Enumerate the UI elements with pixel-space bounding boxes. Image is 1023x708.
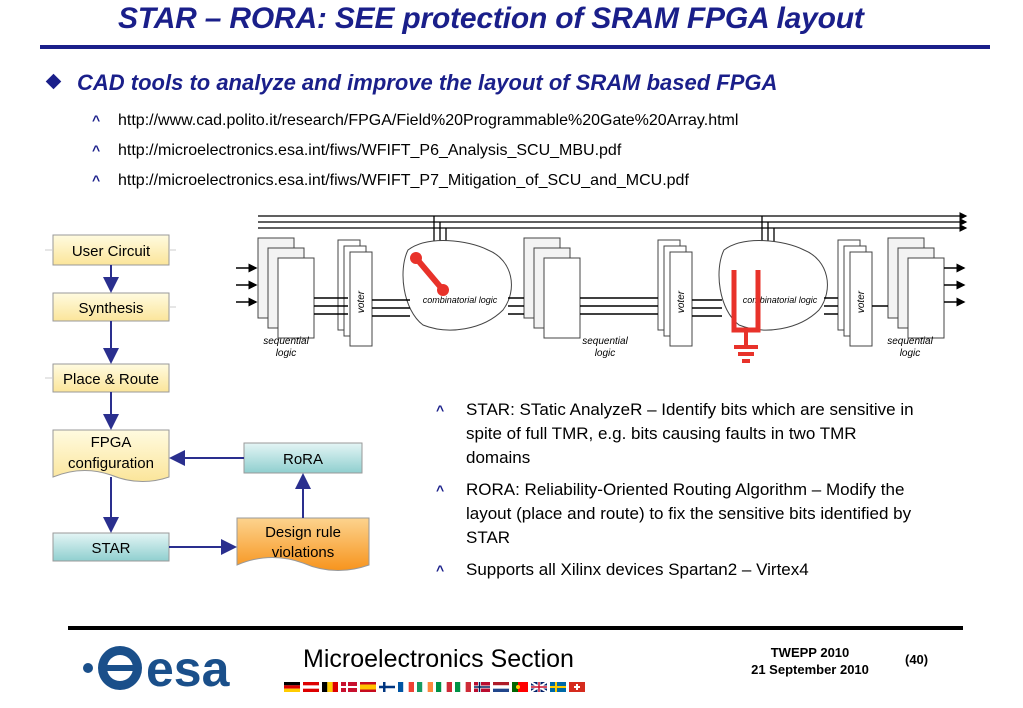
event-name: TWEPP 2010 xyxy=(770,645,850,660)
diamond-bullet-icon xyxy=(45,73,62,90)
synthesis-label: Synthesis xyxy=(78,300,143,317)
member-flags xyxy=(284,682,585,692)
place-route-label: Place & Route xyxy=(63,371,159,388)
seq-block-3 xyxy=(887,237,945,339)
event-info: TWEPP 2010 21 September 2010 xyxy=(740,644,880,678)
star-label: STAR xyxy=(92,540,131,557)
seq-label-2: logic xyxy=(900,348,921,359)
description-item: ^ RORA: Reliability-Oriented Routing Algo… xyxy=(436,478,916,550)
design-rule-label-1: Design rule xyxy=(265,524,341,541)
flag-icon xyxy=(360,682,376,692)
design-rule-box xyxy=(236,517,370,572)
voter-block-1: voter xyxy=(337,239,373,347)
description-text: STAR: STatic AnalyzeR – Identify bits wh… xyxy=(466,400,914,467)
voter-label: voter xyxy=(856,290,867,313)
link-item[interactable]: ^ http://microelectronics.esa.int/fiws/WF… xyxy=(92,168,738,198)
link-text[interactable]: http://microelectronics.esa.int/fiws/WFI… xyxy=(118,142,622,159)
user-circuit-box xyxy=(52,234,170,266)
link-item[interactable]: ^ http://www.cad.polito.it/research/FPGA/… xyxy=(92,108,738,138)
flag-icon xyxy=(322,682,338,692)
flag-icon xyxy=(379,682,395,692)
seq-label-1: sequential xyxy=(263,336,309,347)
chevron-up-icon: ^ xyxy=(92,142,101,158)
star-box xyxy=(52,532,170,562)
link-text[interactable]: http://microelectronics.esa.int/fiws/WFI… xyxy=(118,172,689,189)
flag-icon xyxy=(569,682,585,692)
flag-icon xyxy=(398,682,414,692)
seq-label-2: logic xyxy=(595,348,616,359)
fpga-config-label-2: configuration xyxy=(68,455,154,472)
fault-short-1 xyxy=(413,255,446,293)
seq-block-2 xyxy=(523,237,581,339)
flag-icon xyxy=(493,682,509,692)
flag-icon xyxy=(436,682,452,692)
description-list: ^ STAR: STatic AnalyzeR – Identify bits w… xyxy=(436,398,916,590)
flag-icon xyxy=(284,682,300,692)
flag-icon xyxy=(303,682,319,692)
feedback-wires xyxy=(258,212,968,250)
chevron-up-icon: ^ xyxy=(436,562,445,578)
fpga-config-box xyxy=(52,429,170,482)
link-item[interactable]: ^ http://microelectronics.esa.int/fiws/WF… xyxy=(92,138,738,168)
tmr-diagram: voter combinatorial logic voter combinat… xyxy=(236,212,968,363)
link-text[interactable]: http://www.cad.polito.it/research/FPGA/F… xyxy=(118,112,739,129)
cad-flowchart: User Circuit Synthesis Place & Route FPG… xyxy=(45,234,370,572)
voter-label: voter xyxy=(676,290,687,313)
design-rule-label-2: violations xyxy=(272,544,335,561)
flag-icon xyxy=(531,682,547,692)
slide-title: STAR – RORA: SEE protection of SRAM FPGA… xyxy=(118,2,864,35)
event-date: 21 September 2010 xyxy=(751,662,869,677)
seq-block-1 xyxy=(257,237,315,339)
description-item: ^ STAR: STatic AnalyzeR – Identify bits w… xyxy=(436,398,916,470)
title-underline xyxy=(40,45,990,49)
seq-label-2: logic xyxy=(276,348,297,359)
page-number: (40) xyxy=(905,652,929,667)
flag-icon xyxy=(341,682,357,692)
esa-logo: esa xyxy=(83,641,231,696)
comb-block-1: combinatorial logic xyxy=(402,240,512,331)
seq-label-1: sequential xyxy=(887,336,933,347)
flag-icon xyxy=(455,682,471,692)
fpga-config-label-1: FPGA xyxy=(91,434,132,451)
flag-icon xyxy=(550,682,566,692)
flag-icon xyxy=(417,682,433,692)
footer-rule xyxy=(68,626,963,630)
main-bullet-text: CAD tools to analyze and improve the lay… xyxy=(77,70,778,95)
user-circuit-label: User Circuit xyxy=(72,243,151,260)
link-list: ^ http://www.cad.polito.it/research/FPGA/… xyxy=(92,108,738,198)
chevron-up-icon: ^ xyxy=(436,402,445,418)
voter-block-2: voter xyxy=(657,239,693,347)
comb-label: combinatorial logic xyxy=(423,295,498,305)
comb-label: combinatorial logic xyxy=(743,295,818,305)
rora-label: RoRA xyxy=(283,451,323,468)
flag-icon xyxy=(474,682,490,692)
datapath-wires xyxy=(236,263,966,317)
description-item: ^ Supports all Xilinx devices Spartan2 – … xyxy=(436,558,916,582)
place-route-box xyxy=(52,363,170,393)
seq-label-1: sequential xyxy=(582,336,628,347)
description-text: Supports all Xilinx devices Spartan2 – V… xyxy=(466,560,809,579)
flow-arrows xyxy=(103,265,311,555)
chevron-up-icon: ^ xyxy=(436,482,445,498)
description-text: RORA: Reliability-Oriented Routing Algor… xyxy=(466,480,912,547)
chevron-up-icon: ^ xyxy=(92,112,101,128)
main-bullet: CAD tools to analyze and improve the lay… xyxy=(45,70,778,96)
section-name: Microelectronics Section xyxy=(303,645,574,673)
comb-block-2: combinatorial logic xyxy=(718,240,828,363)
chevron-up-icon: ^ xyxy=(92,172,101,188)
flag-icon xyxy=(512,682,528,692)
voter-block-0: voter xyxy=(837,239,873,347)
logo-text: esa xyxy=(146,641,231,696)
rora-box xyxy=(243,442,363,474)
flow-side-ticks xyxy=(45,249,176,379)
voter-label: voter xyxy=(356,290,367,313)
